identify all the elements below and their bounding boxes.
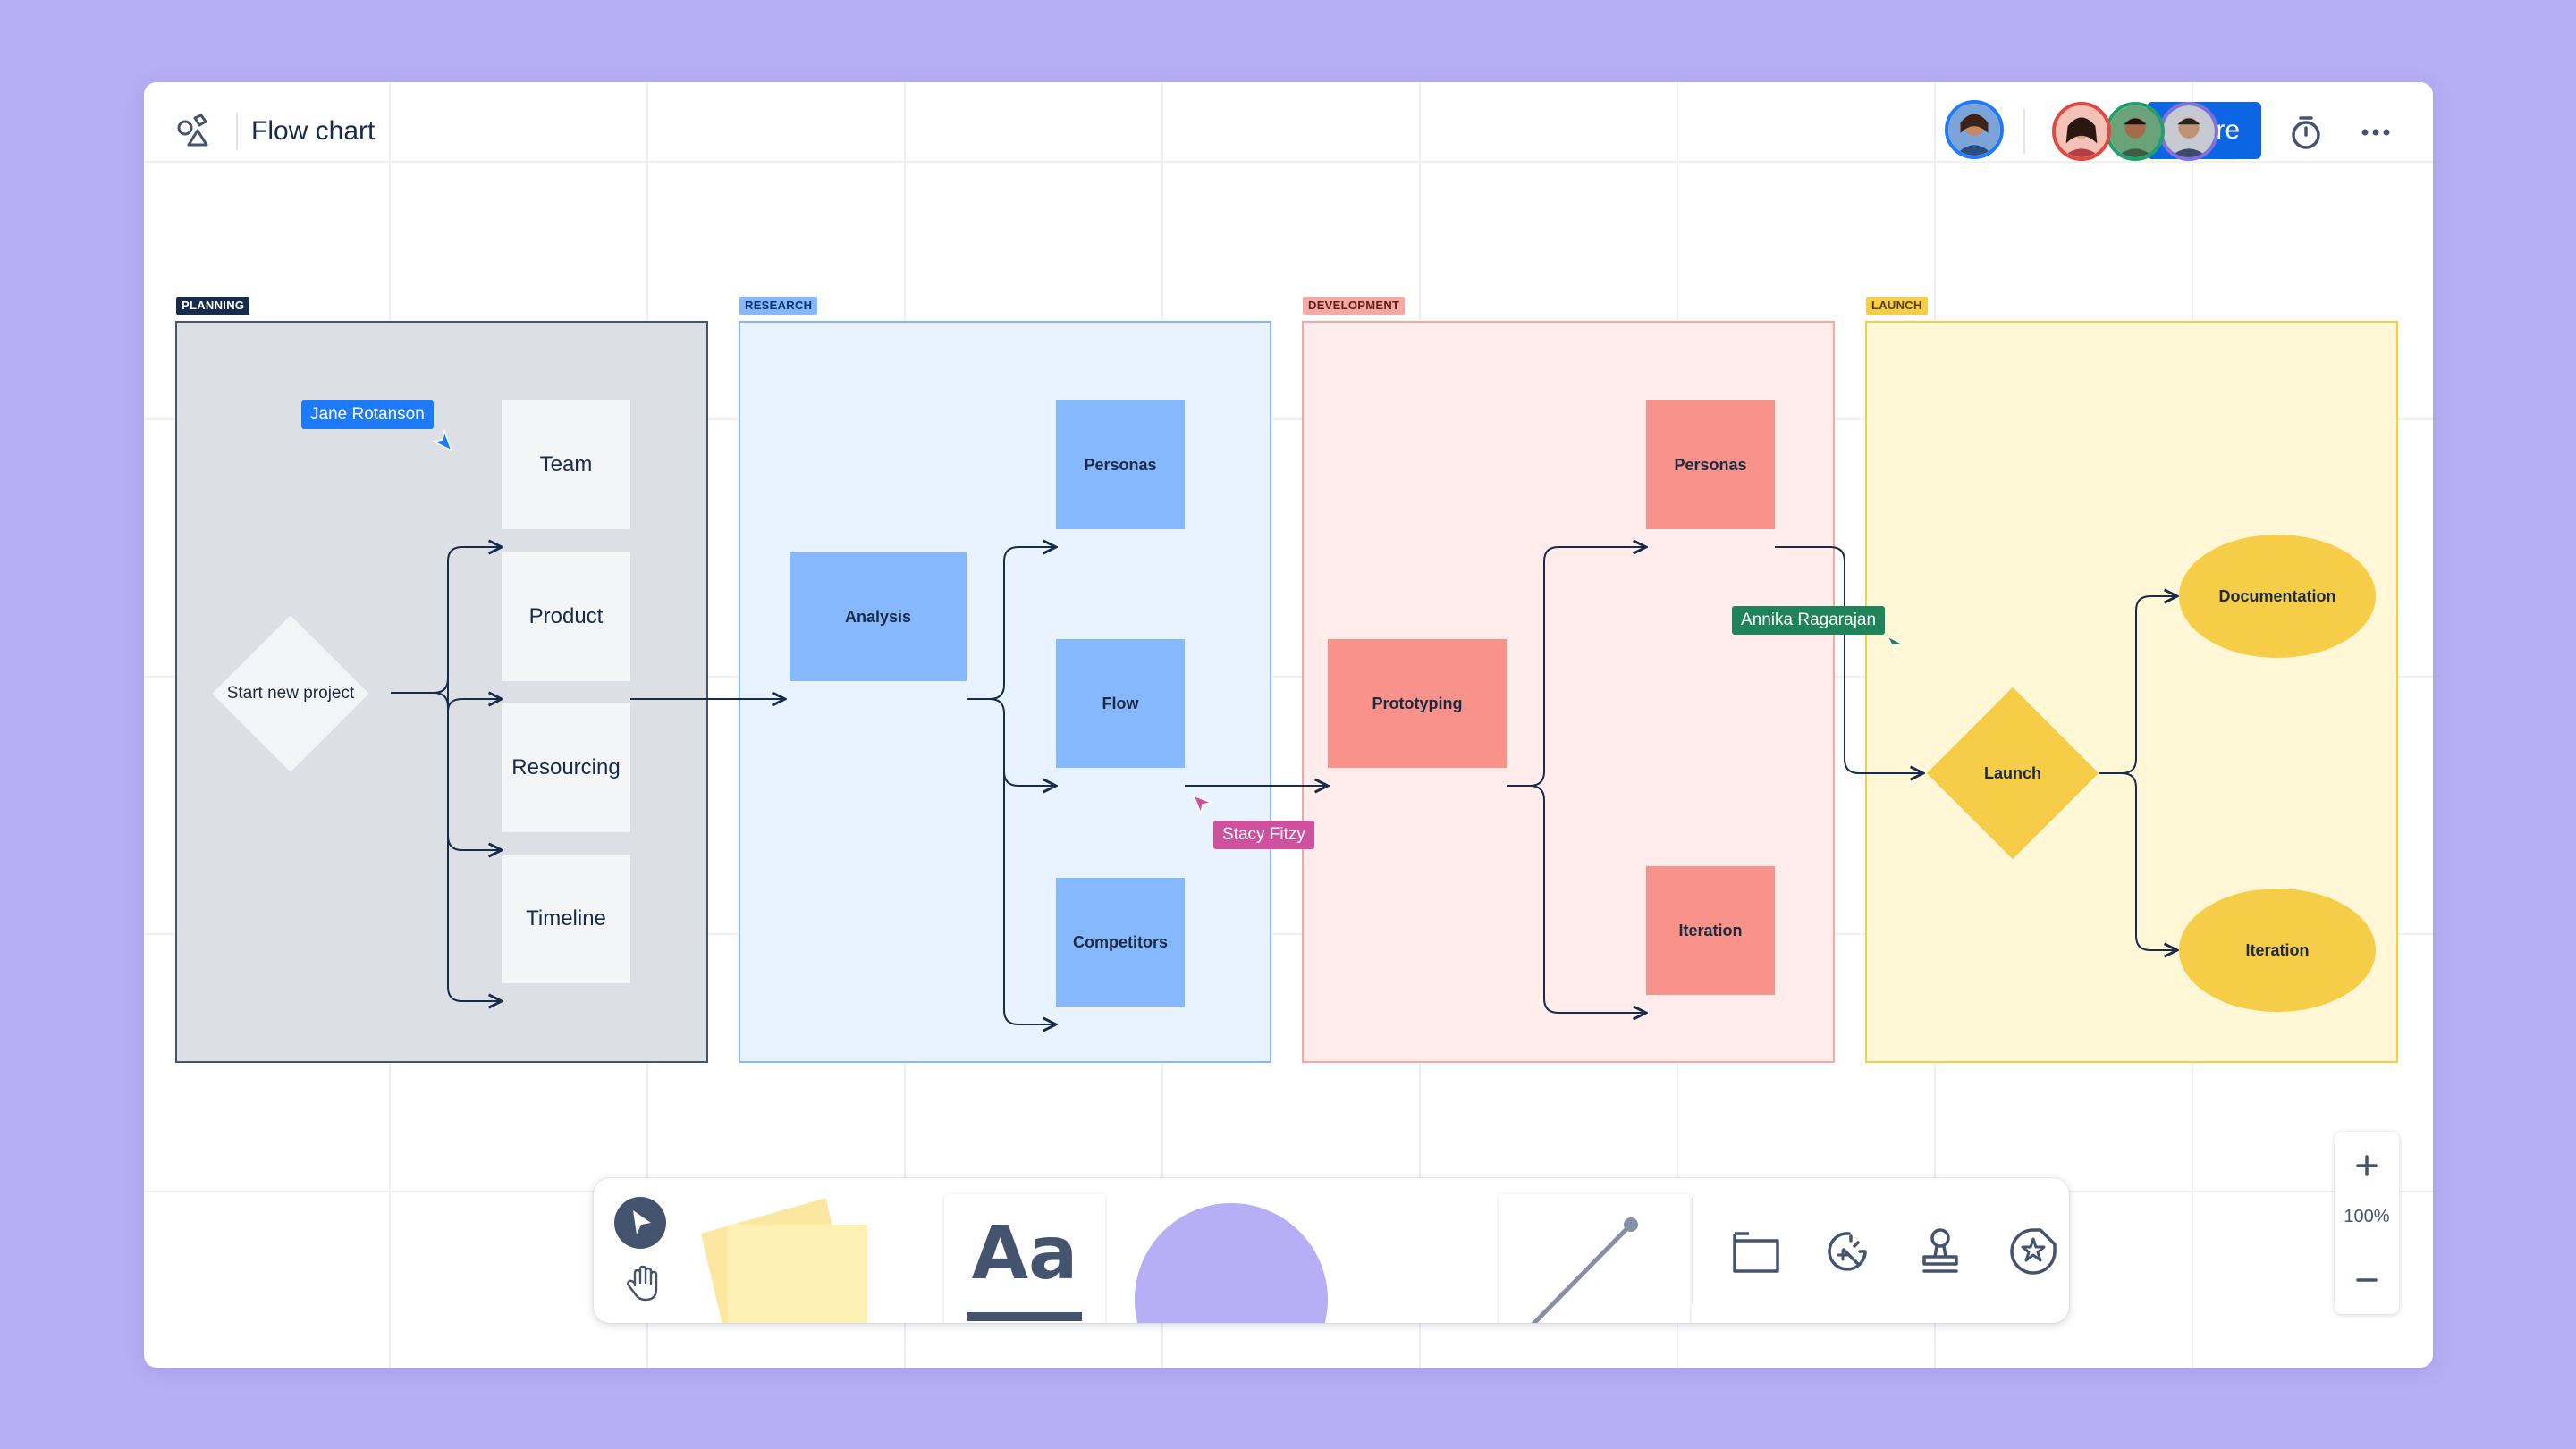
zoom-in-button[interactable] — [2335, 1137, 2399, 1194]
more-options-icon[interactable] — [2356, 113, 2395, 152]
zoom-level: 100% — [2344, 1207, 2390, 1226]
text-tool-underline — [967, 1312, 1082, 1321]
avatar-collaborator-3[interactable] — [2159, 102, 2218, 161]
cursor-tag-stacy: Stacy Fitzy — [1213, 821, 1314, 849]
header: Flow chart +3 Share Share — [144, 82, 2433, 181]
avatar-divider — [2023, 109, 2025, 154]
timeline-node[interactable]: Timeline — [502, 855, 630, 983]
prototyping-node[interactable]: Prototyping — [1328, 639, 1507, 768]
iteration-dev-node[interactable]: Iteration — [1646, 866, 1775, 995]
header-divider — [236, 113, 238, 150]
whiteboard-window: PLANNING RESEARCH DEVELOPMENT LAUNCH Sta… — [144, 82, 2433, 1368]
zoom-out-button[interactable] — [2335, 1251, 2399, 1309]
page-title[interactable]: Flow chart — [251, 116, 376, 146]
section-label-research: RESEARCH — [739, 297, 818, 315]
magic-convert-icon[interactable] — [1822, 1225, 1876, 1278]
line-connector-icon — [1531, 1217, 1638, 1323]
launch-diamond-label: Launch — [1983, 763, 2041, 782]
frame-tool-icon[interactable] — [1729, 1225, 1783, 1278]
timer-icon[interactable] — [2286, 113, 2326, 152]
documentation-node[interactable]: Documentation — [2179, 535, 2376, 658]
connector-analysis-competitors — [989, 698, 1056, 1024]
personas-research-node[interactable]: Personas — [1056, 400, 1185, 529]
competitors-node[interactable]: Competitors — [1056, 878, 1185, 1007]
section-label-development: DEVELOPMENT — [1303, 297, 1406, 315]
connector-personas-launch — [1775, 546, 1923, 773]
section-label-planning: PLANNING — [176, 297, 250, 315]
select-tool-icon[interactable] — [613, 1196, 667, 1250]
sticker-tool-icon[interactable] — [2006, 1225, 2060, 1278]
text-tool[interactable]: Aa — [944, 1194, 1105, 1323]
connector-start-timeline — [447, 836, 502, 1001]
connector-launch-iteration — [2121, 772, 2177, 950]
cursor-arrow-annika — [1886, 635, 1904, 655]
avatar-collaborator-1[interactable] — [2052, 102, 2111, 161]
start-diamond[interactable]: Start new project — [212, 615, 369, 772]
cursor-tag-annika: Annika Ragarajan — [1732, 606, 1886, 635]
product-node[interactable]: Product — [502, 552, 630, 681]
connector-prototyping-iteration — [1529, 785, 1646, 1013]
creation-toolbar: Aa — [594, 1178, 2069, 1323]
flow-node[interactable]: Flow — [1056, 639, 1185, 768]
connector-analysis-personas — [967, 547, 1056, 700]
zoom-panel: 100% — [2335, 1132, 2399, 1314]
shapes-logo-icon[interactable] — [176, 113, 212, 148]
avatar-current-user[interactable] — [1945, 100, 2004, 159]
connector-launch-documentation — [2099, 596, 2177, 774]
cursor-tag-jane: Jane Rotanson — [301, 400, 434, 429]
hand-tool-icon[interactable] — [622, 1264, 662, 1303]
connector-tool[interactable] — [1499, 1194, 1690, 1323]
cursor-arrow-jane — [431, 429, 453, 452]
sticky-note-tool-icon[interactable] — [692, 1187, 925, 1323]
launch-diamond[interactable]: Launch — [1926, 687, 2099, 860]
section-label-launch: LAUNCH — [1866, 297, 1928, 315]
iteration-launch-node[interactable]: Iteration — [2179, 889, 2376, 1012]
personas-dev-node[interactable]: Personas — [1646, 400, 1775, 529]
minus-icon — [2356, 1278, 2378, 1282]
toolbar-divider-1 — [1692, 1198, 1693, 1303]
analysis-node[interactable]: Analysis — [790, 552, 967, 681]
stamp-tool-icon[interactable] — [1913, 1225, 1967, 1278]
plus-icon — [2356, 1155, 2378, 1176]
start-diamond-label: Start new project — [226, 684, 355, 703]
cursor-arrow-stacy — [1192, 794, 1214, 816]
team-node[interactable]: Team — [502, 400, 630, 529]
text-tool-label: Aa — [971, 1211, 1078, 1296]
connector-prototyping-personas — [1507, 547, 1646, 787]
resourcing-node[interactable]: Resourcing — [502, 703, 630, 832]
avatar-collaborator-2[interactable] — [2106, 102, 2165, 161]
shape-tool-icon[interactable] — [1128, 1194, 1334, 1323]
